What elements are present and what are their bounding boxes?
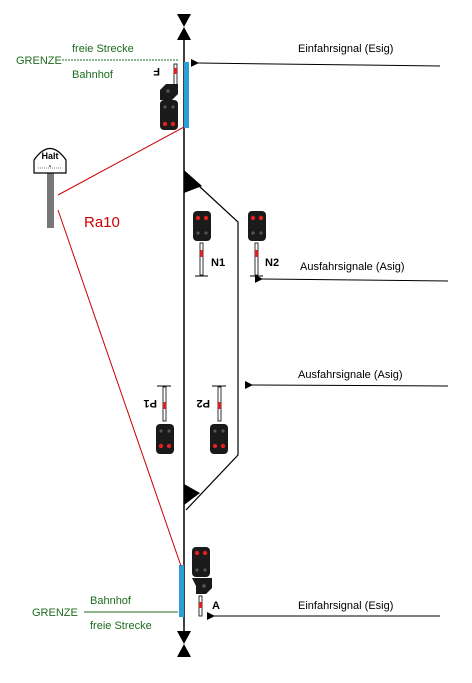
exit-signals-upper-arrow <box>254 274 449 283</box>
top-boundary-label-group: freie Strecke GRENZE Bahnhof <box>16 43 178 81</box>
upper-switch-marker <box>184 170 202 193</box>
exit-signal-p1: P1 <box>144 385 174 454</box>
bottom-line-below-label: freie Strecke <box>90 620 152 632</box>
exit-signals-upper-label: Ausfahrsignale (Asig) <box>300 261 405 273</box>
bottom-boundary-marker <box>179 565 184 617</box>
siding-track <box>185 173 239 511</box>
exit-signal-n2: N2 <box>248 211 279 277</box>
ra10-label: Ra10 <box>84 214 120 231</box>
exit-signal-p2: P2 <box>197 385 228 454</box>
top-signal-lower-head <box>160 100 178 130</box>
board-range-line-top <box>57 126 185 196</box>
halt-board-title: Halt <box>41 151 58 161</box>
bottom-signal-lower-head <box>192 578 212 594</box>
top-entry-signal: F <box>153 63 178 130</box>
top-track-end-marker <box>177 14 191 40</box>
bottom-grenze-label: GRENZE <box>32 607 78 619</box>
bottom-boundary-label-group: Bahnhof GRENZE freie Strecke <box>32 595 178 632</box>
bottom-signal-id: A <box>212 600 220 612</box>
n1-signal-id: N1 <box>211 257 225 269</box>
lower-switch-marker <box>184 484 200 505</box>
top-boundary-marker <box>184 62 189 128</box>
top-entry-signal-arrow <box>190 58 441 67</box>
exit-signals-lower-label: Ausfahrsignale (Asig) <box>298 369 403 381</box>
p2-signal-id: P2 <box>197 397 210 409</box>
p1-signal-id: P1 <box>144 397 157 409</box>
exit-signal-n1: N1 <box>193 211 225 277</box>
halt-board-post <box>47 173 54 228</box>
exit-signals-lower-arrow <box>244 380 449 389</box>
top-line-below-label: Bahnhof <box>72 69 114 81</box>
top-signal-id: F <box>153 65 160 77</box>
bottom-entry-signal: A <box>192 547 220 617</box>
top-grenze-label: GRENZE <box>16 55 62 67</box>
bottom-line-above-label: Bahnhof <box>90 595 132 607</box>
bottom-signal-upper-head <box>192 547 210 577</box>
top-line-above-label: freie Strecke <box>72 43 134 55</box>
n2-signal-id: N2 <box>265 257 279 269</box>
ra10-halt-board: Halt <box>33 147 67 228</box>
halt-board-sign <box>33 147 67 174</box>
bottom-entry-signal-label: Einfahrsignal (Esig) <box>298 600 393 612</box>
bottom-track-end-marker <box>177 631 191 657</box>
board-range-line-bottom <box>57 209 182 567</box>
top-entry-signal-label: Einfahrsignal (Esig) <box>298 43 393 55</box>
